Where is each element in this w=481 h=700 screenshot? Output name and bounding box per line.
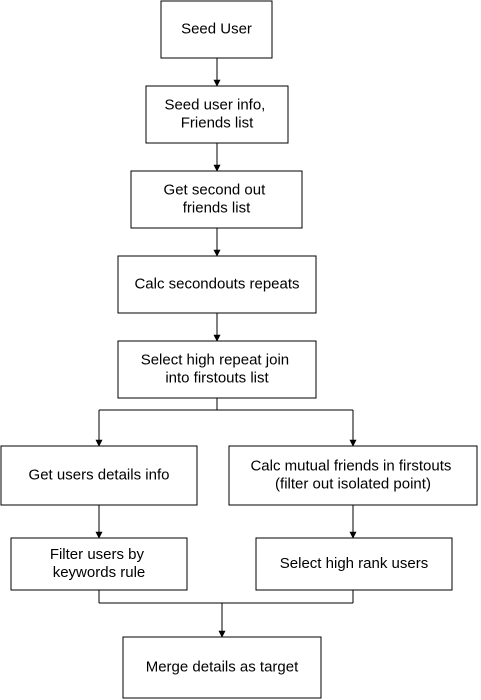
node-high-rank-users-label: Select high rank users bbox=[280, 555, 428, 572]
node-mutual-friends-label: Calc mutual friends in firstouts (filter… bbox=[250, 457, 455, 492]
node-seed-user-info-label: Seed user info, Friends list bbox=[164, 96, 269, 131]
node-second-out-friends-label: Get second out friends list bbox=[164, 181, 270, 216]
node-merge-target-label: Merge details as target bbox=[146, 658, 299, 675]
node-calc-repeats-label: Calc secondouts repeats bbox=[134, 275, 299, 292]
node-user-details-label: Get users details info bbox=[29, 466, 170, 483]
node-merge-target: Merge details as target bbox=[122, 636, 322, 699]
node-select-high-repeat-label: Select high repeat join into firstouts l… bbox=[141, 351, 294, 386]
node-seed-user: Seed User bbox=[160, 0, 273, 59]
node-user-details: Get users details info bbox=[0, 445, 198, 506]
node-select-high-repeat: Select high repeat join into firstouts l… bbox=[117, 340, 317, 399]
node-seed-user-label: Seed User bbox=[181, 20, 252, 37]
node-mutual-friends: Calc mutual friends in firstouts (filter… bbox=[228, 445, 478, 506]
node-filter-users: Filter users by keywords rule bbox=[10, 537, 188, 591]
node-calc-repeats: Calc secondouts repeats bbox=[117, 255, 317, 314]
connectors bbox=[95, 58, 357, 638]
node-seed-user-info: Seed user info, Friends list bbox=[145, 85, 289, 144]
node-high-rank-users: Select high rank users bbox=[255, 537, 453, 591]
node-second-out-friends: Get second out friends list bbox=[130, 170, 303, 229]
node-filter-users-label: Filter users by keywords rule bbox=[50, 546, 148, 581]
